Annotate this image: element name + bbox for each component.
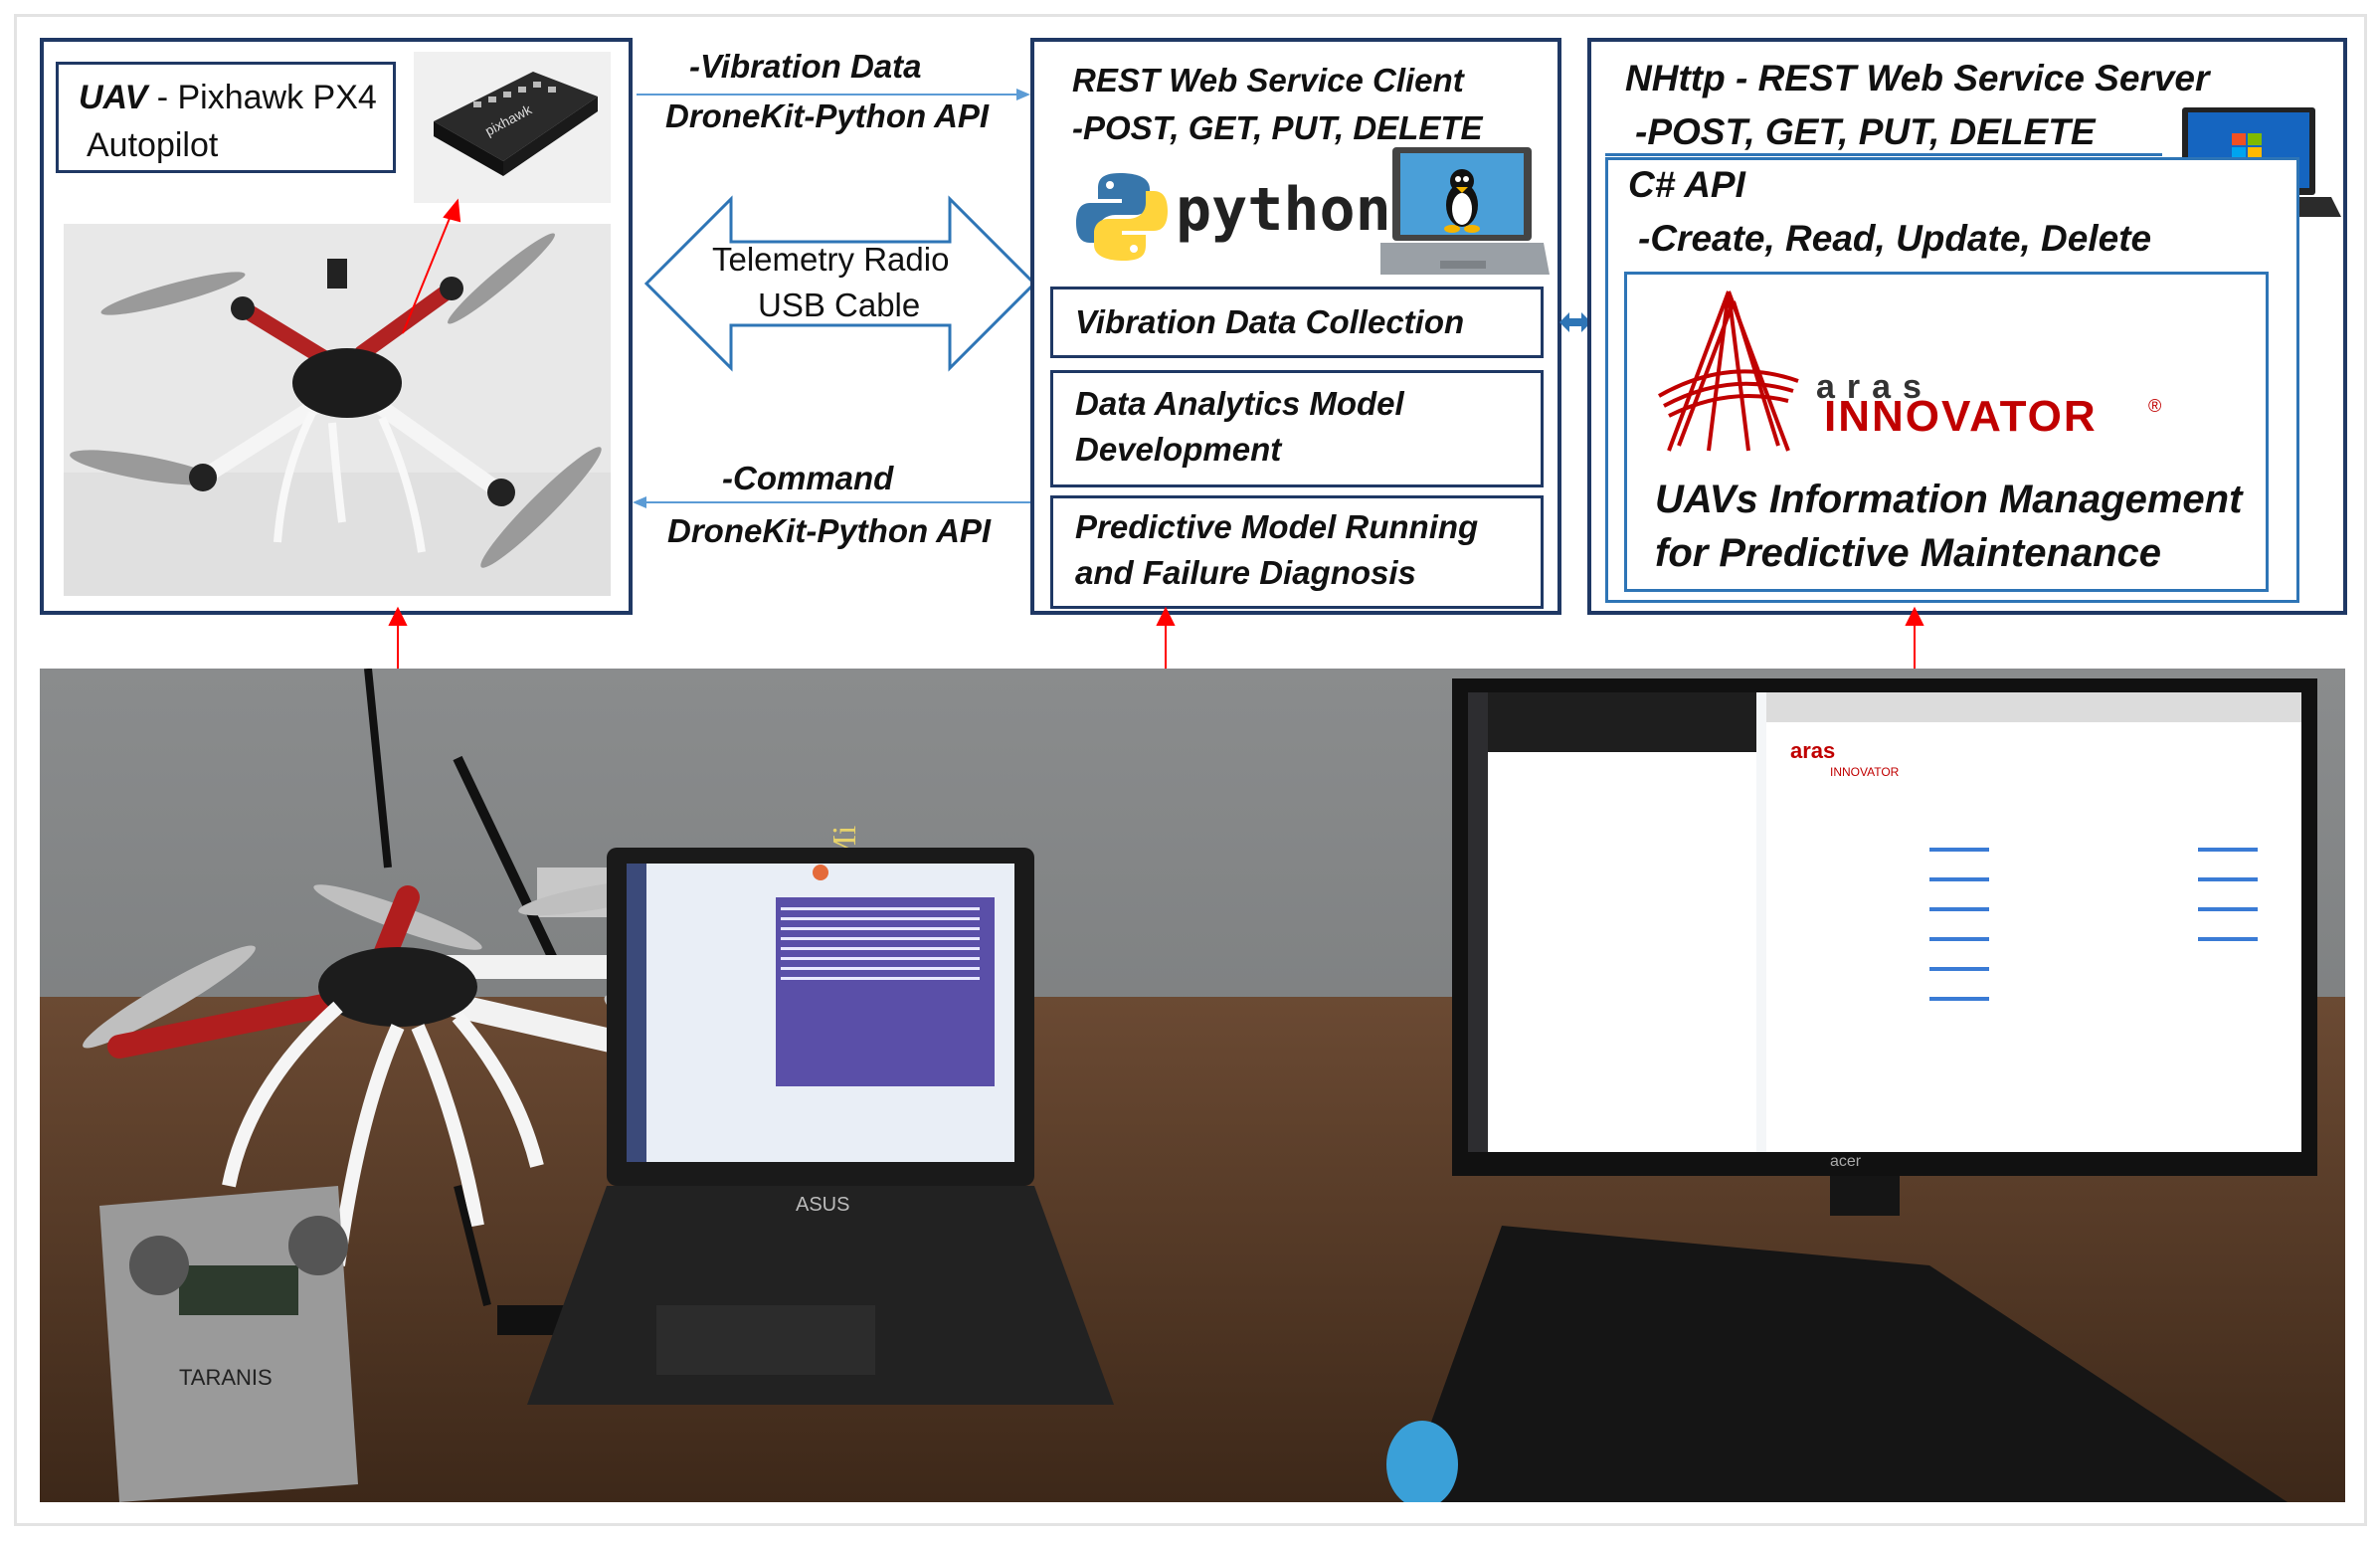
screen-aras-sub: INNOVATOR	[1830, 765, 1900, 779]
telemetry-line2: USB Cable	[758, 287, 921, 323]
step-vibration-collection: Vibration Data Collection	[1050, 287, 1544, 358]
aras-logo-bottom: INNOVATOR	[1824, 392, 2098, 441]
link-top-line2: DroneKit-Python API	[665, 97, 990, 134]
link-top-line1: -Vibration Data	[689, 48, 922, 85]
python-logo-icon	[1076, 173, 1168, 261]
client-methods: -POST, GET, PUT, DELETE	[1072, 109, 1483, 146]
client-box: REST Web Service Client -POST, GET, PUT,…	[1030, 38, 1561, 615]
step-2-line2: Development	[1075, 431, 1282, 468]
drone-photo	[64, 224, 611, 596]
server-methods-underline	[1605, 153, 2162, 156]
client-title: REST Web Service Client	[1072, 62, 1464, 98]
lab-setup-photo: Data Mi TAR	[40, 669, 2345, 1502]
aras-desc-line2: for Predictive Maintenance	[1655, 531, 2162, 575]
lab-monitor: aras INNOVATOR acer	[1452, 678, 2317, 1216]
server-title: NHttp - REST Web Service Server	[1625, 58, 2210, 98]
uav-box: UAV - Pixhawk PX4 Autopilot pixhawk	[40, 38, 633, 615]
step-3-line2: and Failure Diagnosis	[1075, 554, 1416, 591]
link-bottom-line2: DroneKit-Python API	[667, 512, 992, 549]
server-crud: -Create, Read, Update, Delete	[1638, 218, 2152, 259]
transmitter-label: TARANIS	[179, 1365, 273, 1390]
step-model-development: Data Analytics Model Development	[1050, 370, 1544, 487]
aras-logo-top: aras	[1816, 368, 1933, 406]
step-2-line1: Data Analytics Model	[1075, 385, 1404, 422]
laptop-brand: ASUS	[796, 1194, 849, 1216]
figure-frame	[14, 14, 2367, 1526]
client-server-connector	[1559, 312, 1591, 332]
step-1-label: Vibration Data Collection	[1075, 303, 1465, 340]
rc-transmitter: TARANIS	[99, 1186, 358, 1502]
server-box: NHttp - REST Web Service Server -POST, G…	[1587, 38, 2347, 615]
uav-label-rest: - Pixhawk PX4	[147, 79, 377, 116]
uav-label-box: UAV - Pixhawk PX4 Autopilot	[56, 62, 396, 173]
monitor-brand: acer	[1830, 1153, 1862, 1170]
server-methods: -POST, GET, PUT, DELETE	[1635, 111, 2096, 152]
telemetry-line1: Telemetry Radio	[712, 241, 950, 278]
uav-label-line2: Autopilot	[87, 126, 219, 164]
link-bottom-line1: -Command	[722, 460, 894, 496]
server-inner-box: C# API -Create, Read, Update, Delete ara…	[1605, 157, 2299, 603]
uav-label-line1: UAV - Pixhawk PX4	[79, 79, 377, 117]
screen-aras-name: aras	[1790, 738, 1835, 763]
link-bottom-arrow	[633, 496, 1033, 508]
server-api: C# API	[1628, 164, 1745, 205]
python-wordmark: python	[1176, 175, 1391, 245]
step-3-line1: Predictive Model Running	[1075, 508, 1479, 545]
pixhawk-photo: pixhawk	[414, 52, 611, 203]
step-predictive-model: Predictive Model Running and Failure Dia…	[1050, 495, 1544, 609]
aras-panel: aras INNOVATOR ® UAVs Information Manage…	[1624, 272, 2269, 592]
aras-desc-line1: UAVs Information Management	[1655, 478, 2243, 521]
uav-label-bold: UAV	[79, 79, 148, 116]
lab-laptop: ASUS	[527, 848, 1114, 1405]
link-top-arrow	[637, 89, 1030, 100]
aras-logo-icon	[1658, 290, 1799, 452]
linux-laptop-icon	[1380, 147, 1550, 275]
aras-logo-reg: ®	[2148, 396, 2162, 416]
